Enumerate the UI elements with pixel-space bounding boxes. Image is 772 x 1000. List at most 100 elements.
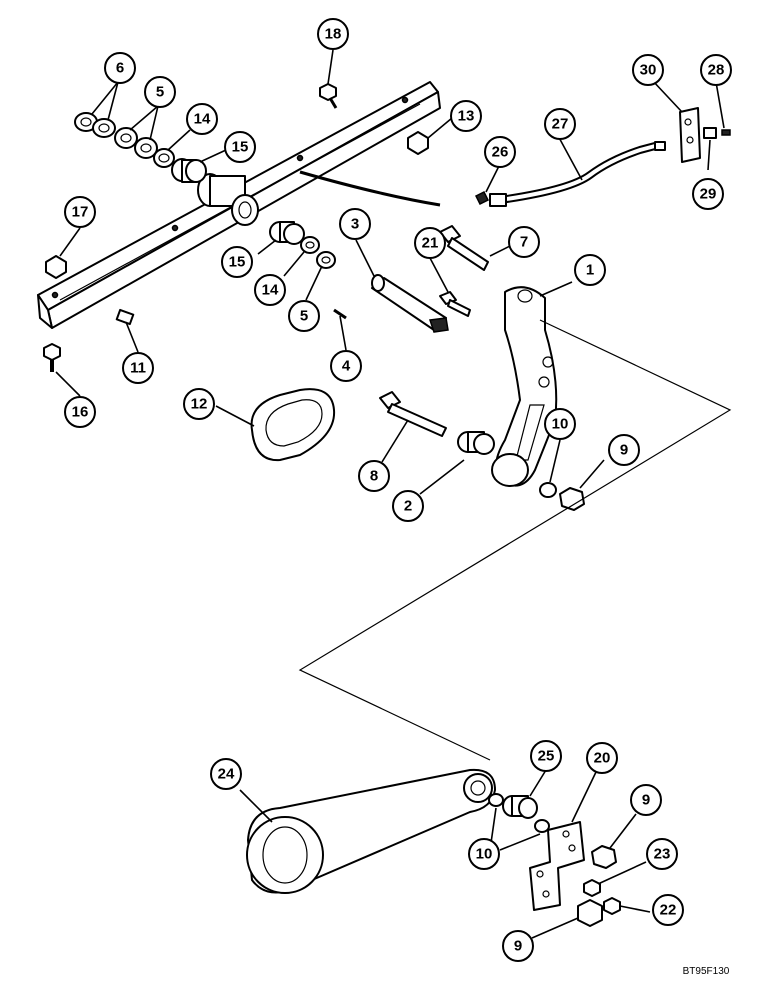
callout-11: 11	[122, 352, 154, 384]
callout-3: 3	[339, 208, 371, 240]
callout-28: 28	[700, 54, 732, 86]
svg-text:7: 7	[520, 234, 528, 251]
svg-text:27: 27	[552, 116, 569, 133]
svg-text:15: 15	[229, 254, 246, 271]
svg-text:29: 29	[700, 186, 717, 203]
svg-text:5: 5	[156, 84, 164, 101]
callout-9-mid: 9	[630, 784, 662, 816]
svg-text:24: 24	[218, 766, 235, 783]
nut-23	[583, 879, 601, 897]
callout-7: 7	[508, 226, 540, 258]
callout-15: 15	[224, 131, 256, 163]
washer-10-lower-a	[488, 793, 504, 807]
plate-20	[529, 821, 585, 911]
nut-22	[603, 897, 621, 915]
callout-13: 13	[450, 100, 482, 132]
callout-27: 27	[544, 108, 576, 140]
svg-text:13: 13	[458, 108, 475, 125]
bolt-21	[439, 291, 471, 317]
svg-text:10: 10	[476, 846, 493, 863]
callout-22: 22	[652, 894, 684, 926]
channel-bar	[37, 81, 441, 329]
callout-23: 23	[646, 838, 678, 870]
screw-18	[319, 83, 338, 109]
boot-12	[250, 388, 336, 462]
callout-29: 29	[692, 178, 724, 210]
callout-2: 2	[392, 490, 424, 522]
bracket-30	[679, 107, 731, 163]
svg-text:25: 25	[538, 748, 555, 765]
svg-text:9: 9	[514, 938, 522, 955]
callout-4: 4	[330, 350, 362, 382]
svg-text:11: 11	[130, 360, 146, 377]
callout-9-lower: 9	[502, 930, 534, 962]
callout-14-lower: 14	[254, 274, 286, 306]
svg-text:17: 17	[72, 204, 89, 221]
callout-16: 16	[64, 396, 96, 428]
svg-text:15: 15	[232, 139, 249, 156]
callout-10-upper: 10	[544, 408, 576, 440]
arm-1	[491, 286, 558, 487]
callout-8: 8	[358, 460, 390, 492]
callout-18: 18	[317, 18, 349, 50]
bolt-8	[379, 391, 447, 437]
nut-9-mid	[591, 845, 617, 869]
callout-9-upper: 9	[608, 434, 640, 466]
svg-text:30: 30	[640, 62, 657, 79]
callout-30: 30	[632, 54, 664, 86]
callout-24: 24	[210, 758, 242, 790]
callout-20: 20	[586, 742, 618, 774]
callout-14: 14	[186, 103, 218, 135]
svg-text:18: 18	[325, 26, 342, 43]
svg-text:4: 4	[342, 358, 351, 375]
svg-text:21: 21	[422, 235, 439, 252]
fitting-26	[474, 190, 490, 206]
callout-12: 12	[183, 388, 215, 420]
svg-text:10: 10	[552, 416, 569, 433]
callout-5: 5	[144, 76, 176, 108]
connecting-rod-24	[246, 768, 496, 894]
hose-27	[489, 141, 666, 207]
washers-lower	[269, 221, 336, 269]
svg-text:8: 8	[370, 468, 378, 485]
svg-text:26: 26	[492, 144, 509, 161]
nut-17	[45, 255, 67, 279]
callout-10-lower: 10	[468, 838, 500, 870]
screw-16	[43, 343, 61, 372]
svg-text:9: 9	[620, 442, 628, 459]
callout-1: 1	[574, 254, 606, 286]
nut-9-lower	[577, 899, 603, 927]
svg-text:9: 9	[642, 792, 650, 809]
bushing-2	[457, 431, 495, 455]
figure-code: BT95F130	[683, 966, 730, 977]
svg-text:14: 14	[194, 111, 211, 128]
shaft-3	[371, 274, 449, 333]
callout-21: 21	[414, 227, 446, 259]
svg-text:20: 20	[594, 750, 611, 767]
washers-upper	[74, 112, 207, 183]
svg-text:3: 3	[351, 216, 359, 233]
callout-5-lower: 5	[288, 300, 320, 332]
setscrew-11	[115, 308, 135, 326]
callout-17: 17	[64, 196, 96, 228]
svg-text:22: 22	[660, 902, 677, 919]
nut-13	[407, 131, 429, 155]
svg-text:28: 28	[708, 62, 725, 79]
svg-text:6: 6	[116, 60, 124, 77]
bushing-25	[502, 795, 538, 819]
pin-4	[333, 308, 347, 320]
nut-9-upper	[559, 487, 585, 511]
svg-text:14: 14	[262, 282, 279, 299]
callout-25: 25	[530, 740, 562, 772]
svg-text:23: 23	[654, 846, 671, 863]
svg-text:12: 12	[191, 396, 208, 413]
callout-15-lower: 15	[221, 246, 253, 278]
washer-10-upper	[539, 482, 557, 498]
washer-10-lower-b	[534, 819, 550, 833]
svg-text:16: 16	[72, 404, 89, 421]
svg-text:2: 2	[404, 498, 412, 515]
svg-text:5: 5	[300, 308, 308, 325]
svg-text:1: 1	[586, 262, 594, 279]
callout-26: 26	[484, 136, 516, 168]
